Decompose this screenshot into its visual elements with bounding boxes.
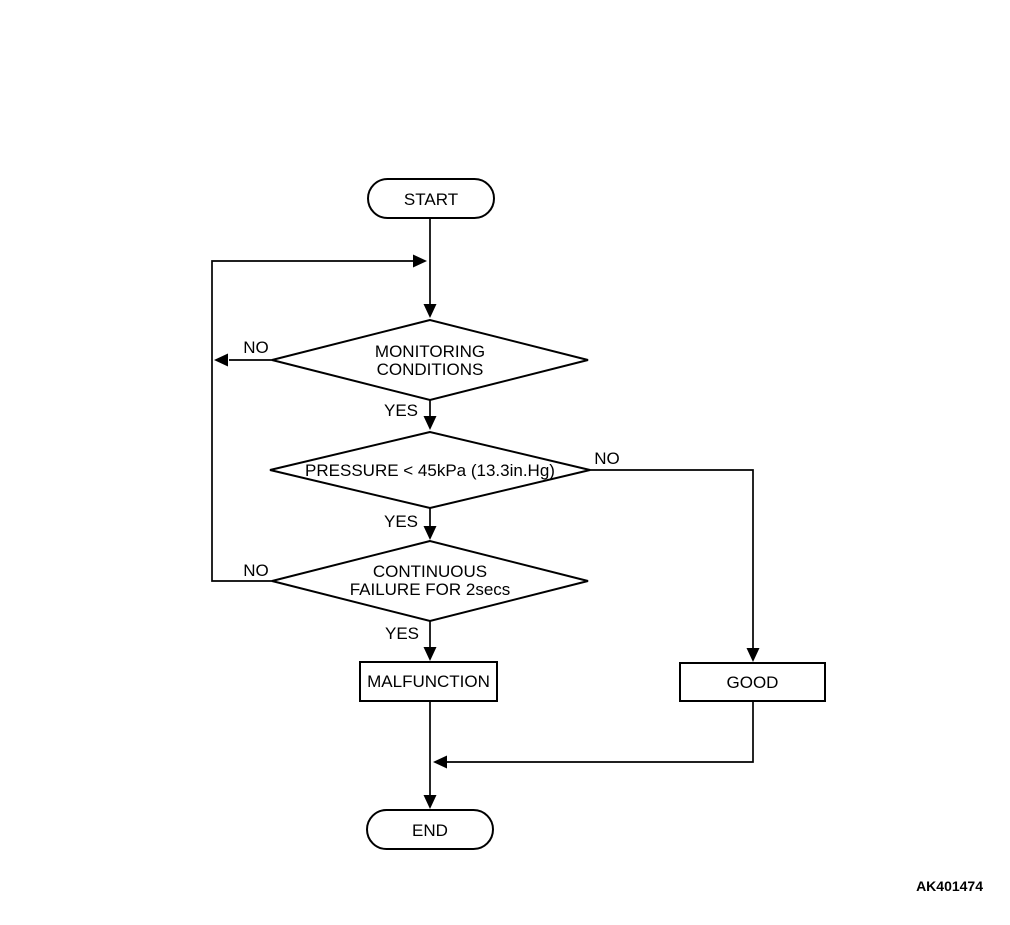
good-process-shape — [679, 662, 826, 702]
end-node: END — [366, 809, 494, 850]
good-node: GOOD — [679, 662, 826, 702]
malfunction-label: MALFUNCTION — [367, 672, 490, 691]
continuous-label-line2: FAILURE FOR 2secs — [350, 580, 511, 599]
pressure-diamond-shape — [269, 430, 591, 510]
continuous-label-line1: CONTINUOUS — [373, 562, 487, 581]
end-label: END — [412, 821, 448, 840]
malfunction-node: MALFUNCTION — [359, 661, 498, 702]
edges — [211, 217, 760, 809]
arrowhead-into-good — [746, 648, 760, 662]
pressure-label: PRESSURE < 45kPa (13.3in.Hg) — [305, 461, 555, 480]
arrowhead-into-continuous — [423, 526, 437, 540]
label-continuous-no: NO — [243, 561, 269, 580]
arrowhead-into-malfunction — [423, 647, 437, 661]
arrowhead-into-end — [423, 795, 437, 809]
edge-feedback-loop — [211, 260, 414, 582]
monitoring-label-line1: MONITORING — [375, 342, 485, 361]
continuous-diamond-shape — [271, 539, 589, 623]
malfunction-process-shape — [359, 661, 498, 702]
start-terminator-shape — [367, 178, 495, 219]
arrowhead-monitoring-no — [214, 353, 228, 367]
continuous-failure-decision: CONTINUOUS FAILURE FOR 2secs — [271, 539, 589, 623]
edge-labels: NO YES NO YES NO YES — [243, 338, 620, 643]
figure-code: AK401474 — [916, 878, 983, 894]
label-pressure-no: NO — [594, 449, 620, 468]
monitoring-conditions-decision: MONITORING CONDITIONS — [271, 318, 589, 402]
label-continuous-yes: YES — [385, 624, 419, 643]
monitoring-diamond-shape — [271, 318, 589, 402]
edge-good-to-junction — [447, 701, 754, 763]
label-pressure-yes: YES — [384, 512, 418, 531]
arrowhead-into-pressure — [423, 416, 437, 430]
label-monitoring-no: NO — [243, 338, 269, 357]
arrowhead-feedback-into-mainline — [413, 254, 427, 268]
start-node: START — [367, 178, 495, 219]
monitoring-label-line2: CONDITIONS — [377, 360, 484, 379]
good-label: GOOD — [727, 673, 779, 692]
arrowhead-good-into-mainline — [433, 755, 447, 769]
pressure-check-decision: PRESSURE < 45kPa (13.3in.Hg) — [269, 430, 591, 510]
start-label: START — [404, 190, 458, 209]
label-monitoring-yes: YES — [384, 401, 418, 420]
arrowhead-into-monitoring — [423, 304, 437, 318]
edge-pressure-no — [590, 469, 754, 648]
end-terminator-shape — [366, 809, 494, 850]
